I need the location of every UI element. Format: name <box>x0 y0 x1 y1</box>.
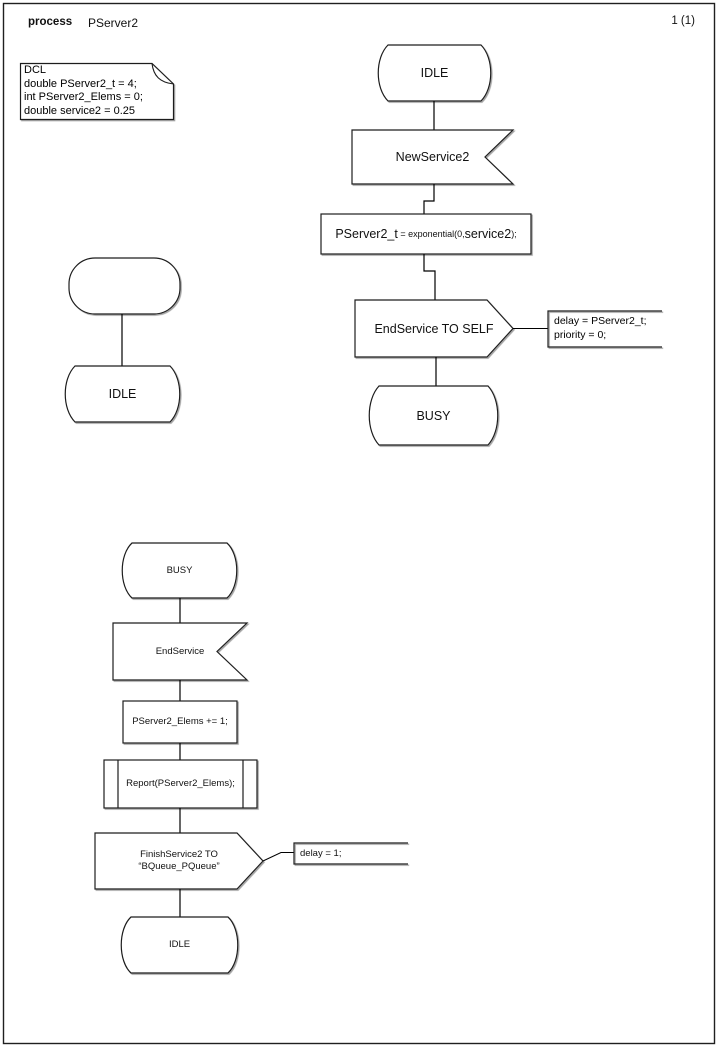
note-fold-corner <box>151 63 174 85</box>
comment-delay-priority-shape[interactable] <box>547 310 662 348</box>
state-busy-main-shape[interactable] <box>368 385 499 446</box>
dcl-line-3: int PServer2_Elems = 0; <box>24 91 143 103</box>
task-increment-elems-shape[interactable] <box>122 700 238 744</box>
task-set-service-time-shape[interactable] <box>320 213 532 255</box>
connector-finishservice2-to-comment <box>262 852 294 862</box>
dcl-line-1: DCL <box>24 64 47 76</box>
state-idle-start-shape[interactable] <box>64 365 181 423</box>
comment-delay-priority-text: delay = PServer2_t; priority = 0; <box>554 314 647 342</box>
output-endservice-self-shape[interactable] <box>354 299 514 358</box>
declarations-text: DCL double PServer2_t = 4; int PServer2_… <box>24 64 143 118</box>
output-finishservice2-shape[interactable] <box>94 832 264 890</box>
input-newservice2-shape[interactable] <box>351 129 515 185</box>
state-idle-main-shape[interactable] <box>377 44 492 102</box>
start-symbol-shape[interactable] <box>68 257 181 315</box>
comment-line-2: priority = 0; <box>554 329 607 341</box>
comment-line-1: delay = PServer2_t; <box>554 315 647 327</box>
state-idle-end-shape[interactable] <box>120 916 239 974</box>
comment-delay1-shape[interactable] <box>293 842 408 865</box>
declarations-note-shape[interactable] <box>19 62 175 121</box>
procedure-side-bars <box>117 760 244 808</box>
input-endservice-shape[interactable] <box>112 622 249 681</box>
connector-newservice2-to-task <box>423 184 435 214</box>
dcl-line-2: double PServer2_t = 4; <box>24 77 137 90</box>
connector-task-to-endservice-self <box>423 254 436 300</box>
procedure-report-shape[interactable] <box>103 759 258 809</box>
state-busy-end-shape[interactable] <box>121 542 238 599</box>
dcl-line-4: double service2 = 0.25 <box>24 104 135 117</box>
